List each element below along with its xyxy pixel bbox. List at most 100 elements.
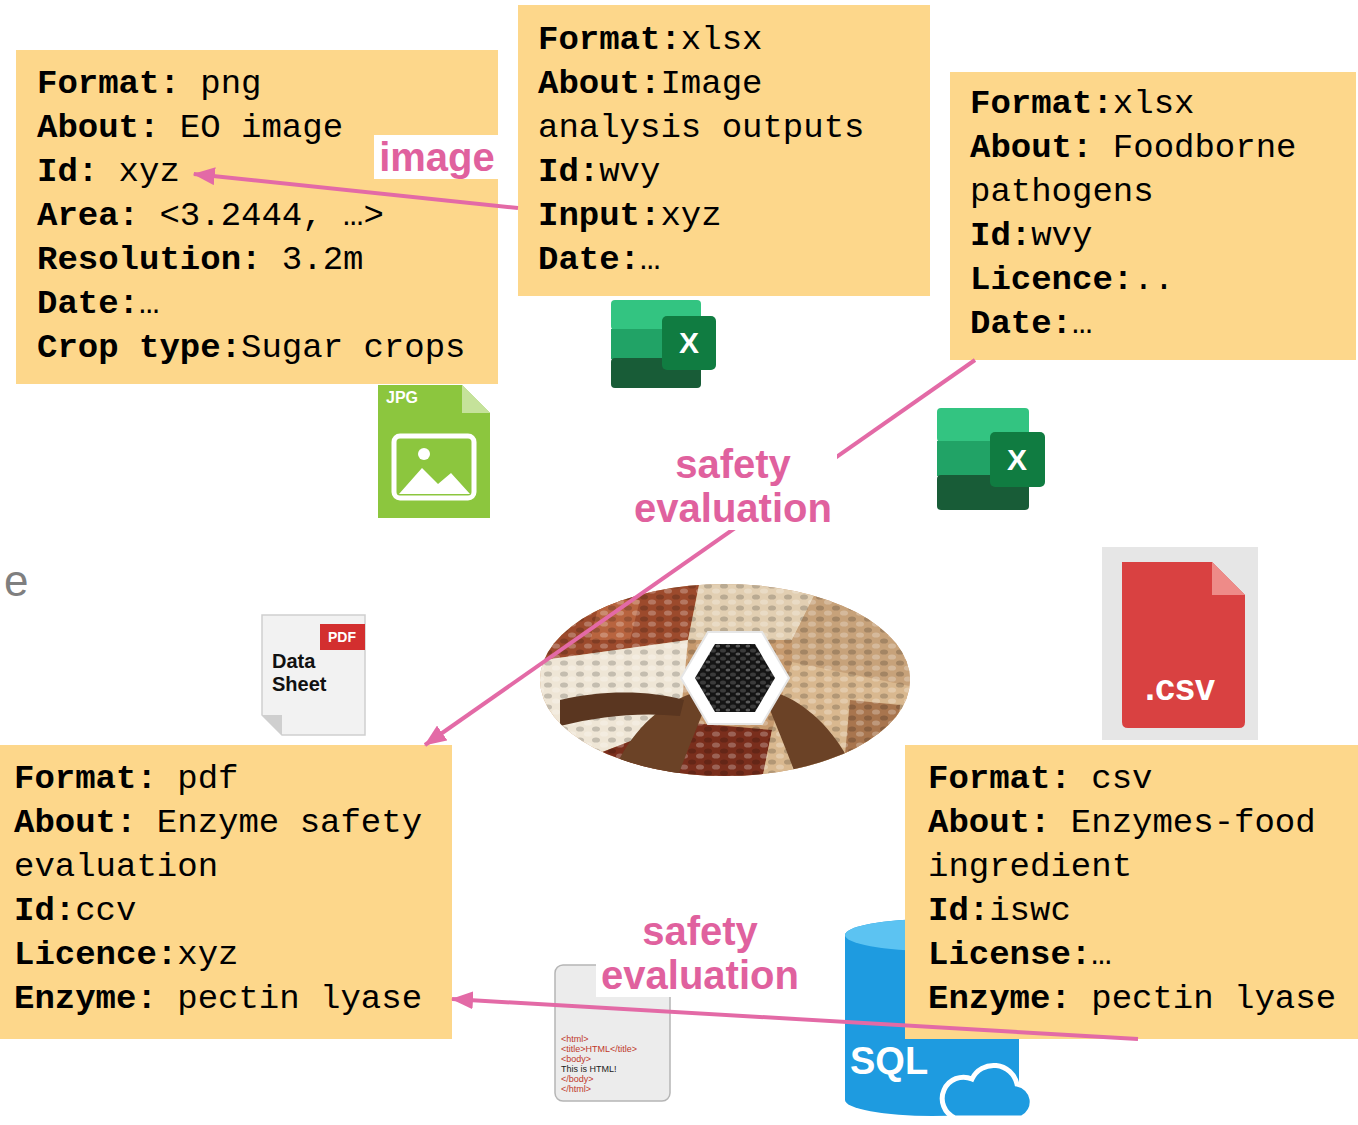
field-value: xyz (177, 936, 238, 974)
jpg-file-icon (378, 385, 490, 518)
field-key: Id: (538, 153, 599, 191)
metadata-field: Enzyme: pectin lyase (928, 977, 1336, 1021)
field-key: Input: (538, 197, 660, 235)
label-anchor: <title>HTML</title> (561, 1044, 637, 1054)
field-value: wvy (1031, 217, 1092, 255)
field-key: Date: (37, 285, 139, 323)
metadata-field: Id:ccv (14, 889, 136, 933)
metadata-field: Area: <3.2444, …> (37, 194, 384, 238)
metadata-box: Format:xlsxAbout: Foodborne pathogensId:… (950, 72, 1356, 360)
icon-letter: X (679, 326, 699, 361)
label-anchor: </body> (561, 1074, 594, 1084)
arrow-connector (425, 360, 975, 745)
metadata-field: License:… (928, 933, 1112, 977)
label-anchor: JPG (386, 389, 418, 407)
metadata-box: Format: pngAbout: EO imageId: xyzArea: <… (16, 50, 498, 384)
label-anchor: <html> (561, 1034, 589, 1044)
edge-label-anchor: safety evaluation (596, 909, 804, 997)
slide-text-fragment: e (4, 556, 28, 607)
field-value: ccv (75, 892, 136, 930)
field-key: Area: (37, 197, 139, 235)
field-value: csv (1071, 760, 1153, 798)
field-key: About: (37, 109, 159, 147)
beans-photo (530, 580, 930, 782)
metadata-field: Enzyme: pectin lyase (14, 977, 422, 1021)
edge-label: safety evaluation (596, 909, 804, 997)
metadata-field: Format:xlsx (538, 18, 762, 62)
icon-letter: SQL (850, 1040, 928, 1084)
metadata-field: Id:iswc (928, 889, 1071, 933)
metadata-field: About: Foodborne pathogens (970, 126, 1346, 214)
field-key: License: (928, 936, 1091, 974)
metadata-field: Id: xyz (37, 150, 180, 194)
label-anchor: X (679, 326, 699, 361)
field-value: png (180, 65, 262, 103)
field-key: About: (970, 129, 1092, 167)
label-anchor: e (4, 556, 28, 607)
field-key: Format: (14, 760, 157, 798)
field-value: Sugar crops (241, 329, 465, 367)
metadata-field: Input:xyz (538, 194, 722, 238)
metadata-field: Id:wvy (538, 150, 660, 194)
field-key: Licence: (14, 936, 177, 974)
field-value: iswc (989, 892, 1071, 930)
field-key: Licence: (970, 261, 1133, 299)
code-line: <body> (561, 1054, 591, 1064)
metadata-field: Crop type:Sugar crops (37, 326, 465, 370)
metadata-field: Licence:xyz (14, 933, 238, 977)
metadata-field: Id:wvy (970, 214, 1092, 258)
label-anchor: PDF (328, 629, 356, 645)
field-value: … (139, 285, 159, 323)
code-line: </body> (561, 1074, 594, 1084)
field-value: <3.2444, …> (139, 197, 384, 235)
field-key: Format: (538, 21, 681, 59)
field-key: Id: (14, 892, 75, 930)
field-key: Enzyme: (928, 980, 1071, 1018)
label-anchor: Data Sheet (272, 650, 326, 696)
file-type-tag: PDF (328, 629, 356, 645)
csv-file-icon (1102, 547, 1258, 740)
field-value: xyz (660, 197, 721, 235)
field-key: About: (14, 804, 136, 842)
metadata-field: Resolution: 3.2m (37, 238, 363, 282)
metadata-field: About: Enzyme safety evaluation (14, 801, 442, 889)
icon-caption: Data Sheet (272, 650, 326, 696)
field-key: Format: (970, 85, 1113, 123)
metadata-box: Format:xlsxAbout:Image analysis outputsI… (518, 5, 930, 296)
field-value: 3.2m (261, 241, 363, 279)
field-key: About: (928, 804, 1050, 842)
field-key: Format: (928, 760, 1071, 798)
metadata-field: Format: pdf (14, 757, 238, 801)
metadata-field: About: Enzymes-food ingredient (928, 801, 1348, 889)
label-anchor: X (1007, 443, 1027, 478)
field-value: wvy (599, 153, 660, 191)
field-key: Resolution: (37, 241, 261, 279)
file-type-tag: JPG (386, 389, 418, 407)
field-value: … (1072, 305, 1092, 343)
pdf-file-icon (262, 615, 365, 735)
metadata-field: Licence:.. (970, 258, 1174, 302)
field-value: xlsx (681, 21, 763, 59)
field-key: Format: (37, 65, 180, 103)
metadata-field: Format: csv (928, 757, 1152, 801)
field-value: xyz (98, 153, 180, 191)
edge-label-anchor: safety evaluation (629, 442, 837, 530)
field-key: Date: (538, 241, 640, 279)
metadata-field: Date:… (970, 302, 1092, 346)
label-anchor: .csv (1145, 667, 1215, 708)
metadata-box: Format: pdfAbout: Enzyme safety evaluati… (0, 745, 452, 1039)
label-anchor: </html> (561, 1084, 591, 1094)
edge-label: safety evaluation (629, 442, 837, 530)
metadata-field: About:Image analysis outputs (538, 62, 920, 150)
field-key: About: (538, 65, 660, 103)
field-value: pdf (157, 760, 239, 798)
file-type-tag: .csv (1145, 667, 1215, 708)
field-value: pectin lyase (1071, 980, 1336, 1018)
field-value: .. (1133, 261, 1174, 299)
edge-label: image (374, 135, 500, 179)
metadata-field: Date:… (37, 282, 159, 326)
code-line: <title>HTML</title> (561, 1044, 637, 1054)
field-key: Id: (970, 217, 1031, 255)
field-key: Date: (970, 305, 1072, 343)
